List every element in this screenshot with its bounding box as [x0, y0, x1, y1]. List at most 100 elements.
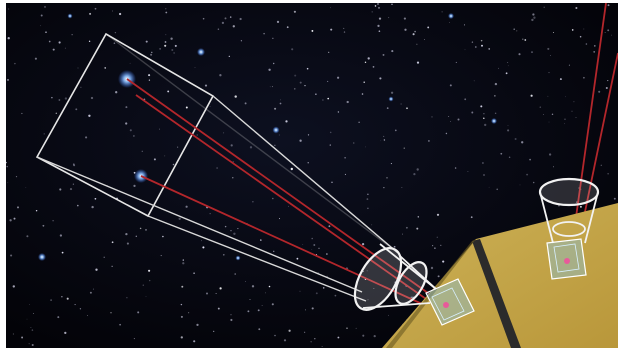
background-star — [464, 98, 467, 101]
background-star — [55, 112, 58, 115]
background-star — [293, 10, 296, 13]
star-blue — [38, 253, 46, 261]
background-star — [519, 184, 521, 186]
background-star — [64, 47, 66, 49]
background-star — [9, 219, 12, 222]
camera-body — [425, 278, 475, 326]
background-star — [170, 37, 173, 40]
background-star — [390, 91, 394, 94]
background-star — [145, 40, 148, 43]
sensor-dot — [443, 302, 449, 308]
background-star — [543, 6, 545, 8]
background-star — [245, 280, 247, 282]
background-star — [219, 74, 222, 77]
background-star — [378, 7, 380, 9]
fov-projection-lines — [36, 33, 399, 302]
background-star — [196, 134, 198, 136]
background-star — [291, 48, 294, 51]
background-star — [391, 3, 393, 6]
background-star — [86, 315, 88, 317]
background-star — [367, 193, 369, 196]
background-star — [410, 296, 412, 298]
background-star — [196, 323, 199, 327]
background-star — [280, 99, 281, 101]
beam-star-1b — [135, 94, 447, 314]
background-star — [393, 246, 396, 248]
background-star — [404, 28, 407, 31]
background-star — [145, 229, 147, 231]
background-star — [372, 66, 375, 68]
background-star — [268, 68, 271, 72]
background-star — [273, 250, 275, 252]
background-star — [129, 129, 132, 132]
background-star — [159, 128, 160, 130]
background-star — [378, 30, 381, 33]
background-star — [139, 227, 142, 230]
background-star — [304, 331, 306, 333]
background-star — [355, 327, 357, 329]
background-star — [386, 177, 388, 179]
background-star — [286, 26, 289, 29]
background-star — [314, 337, 316, 340]
background-star — [125, 106, 128, 109]
background-star — [202, 17, 205, 20]
background-star — [593, 51, 596, 53]
background-star — [383, 135, 385, 137]
background-star — [137, 311, 140, 314]
background-star — [43, 133, 45, 135]
star-tracker-svg — [6, 3, 618, 348]
background-star — [164, 155, 166, 157]
background-star — [539, 106, 542, 108]
background-star — [12, 333, 14, 335]
panel-seam — [472, 239, 521, 348]
background-star — [288, 329, 291, 332]
background-star — [330, 28, 333, 31]
background-star — [364, 146, 366, 148]
background-star — [531, 18, 534, 22]
background-star — [26, 318, 28, 320]
background-star — [367, 207, 369, 210]
background-star — [371, 11, 373, 13]
background-star — [507, 125, 509, 126]
background-star — [598, 90, 601, 93]
background-star — [548, 121, 550, 123]
background-star — [376, 3, 380, 6]
background-star — [272, 197, 274, 200]
background-star — [239, 17, 242, 21]
background-star — [272, 37, 274, 39]
background-star — [77, 67, 79, 69]
background-star — [362, 271, 364, 273]
background-star — [388, 314, 390, 316]
background-star — [219, 287, 222, 290]
star-blue — [272, 126, 280, 134]
background-star — [57, 316, 60, 319]
background-star — [230, 318, 233, 322]
background-star — [311, 307, 314, 310]
background-star — [481, 162, 484, 164]
background-star — [488, 186, 490, 188]
background-star — [206, 292, 208, 295]
background-star — [430, 266, 434, 270]
background-star — [307, 162, 309, 164]
background-star — [133, 338, 135, 340]
background-star — [414, 30, 416, 33]
background-star — [401, 187, 403, 189]
background-star — [274, 107, 277, 110]
background-star — [526, 173, 529, 176]
background-star — [366, 270, 368, 272]
background-star — [21, 112, 23, 115]
background-star — [346, 100, 349, 104]
background-star — [276, 20, 280, 24]
background-star — [483, 113, 485, 115]
background-star — [313, 244, 316, 246]
background-star — [500, 152, 503, 155]
star-blue — [388, 96, 394, 102]
background-star — [607, 80, 609, 82]
background-star — [92, 288, 94, 290]
background-star — [416, 61, 420, 64]
background-star — [75, 108, 78, 111]
background-star — [371, 224, 373, 226]
background-star — [330, 7, 331, 9]
background-star — [174, 44, 177, 47]
